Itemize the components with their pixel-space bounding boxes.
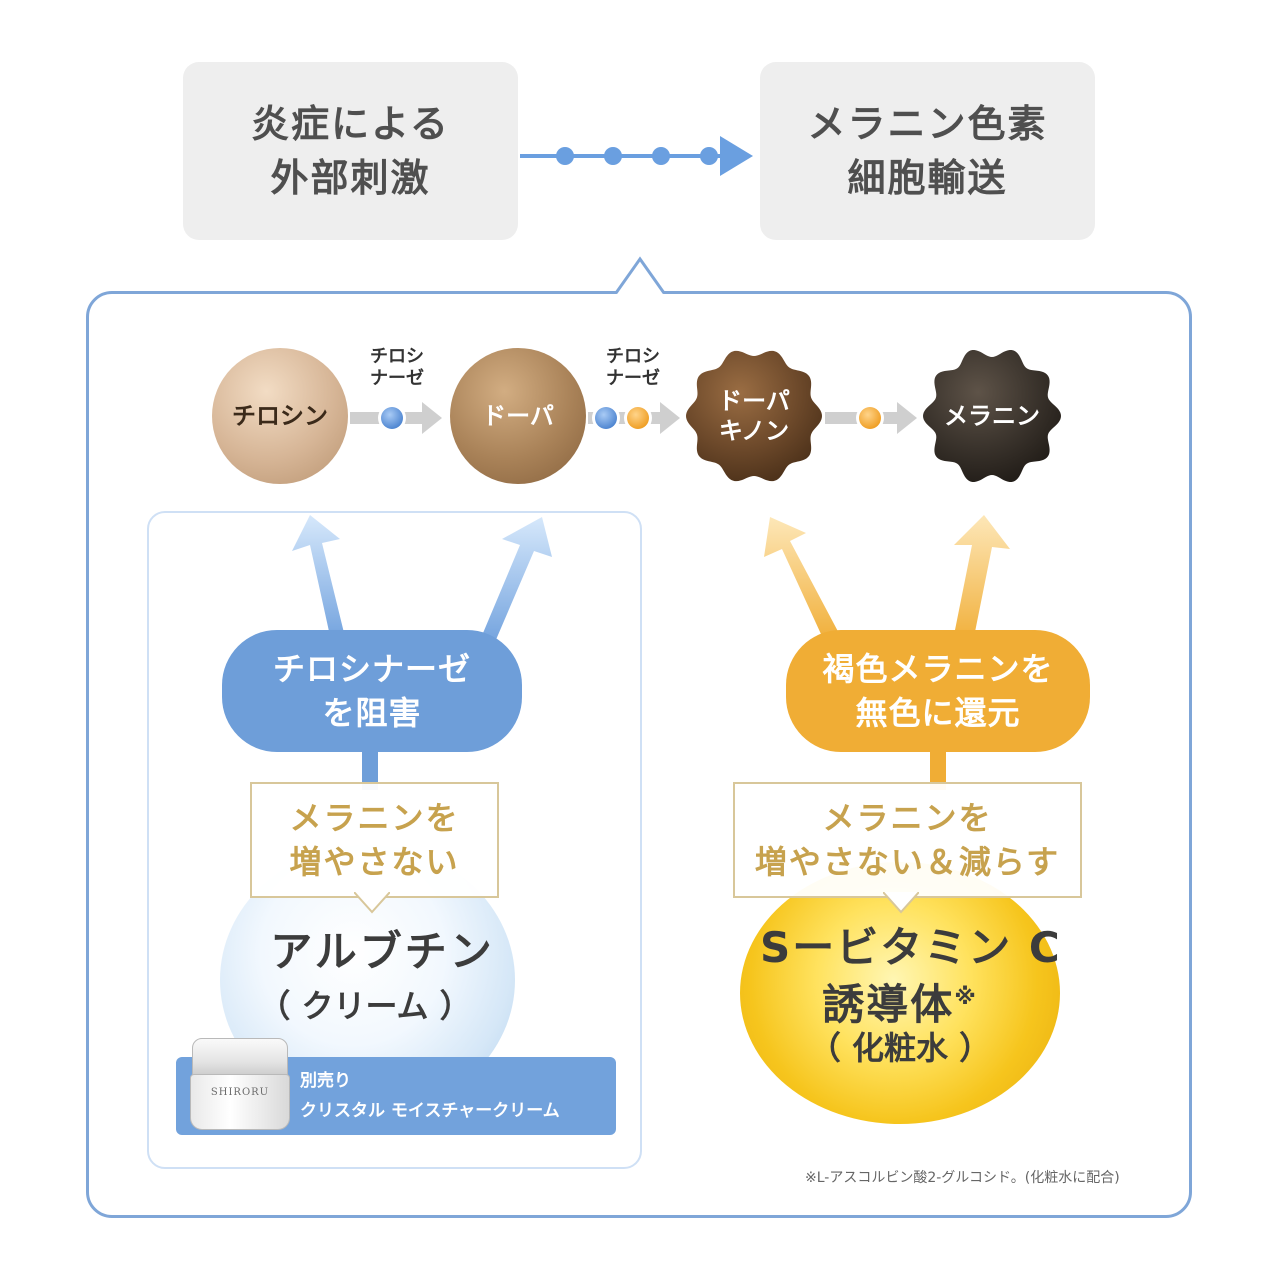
- footnote: ※L-アスコルビン酸2-グルコシド。(化粧水に配合): [805, 1170, 1120, 1186]
- stage-dopaquinone: ドーパ キノン: [686, 348, 822, 484]
- inhibit-line2: を阻害: [322, 694, 422, 732]
- vitamin-c-benefit-line2: 増やさない＆減らす: [754, 843, 1061, 881]
- vitamin-c-name: Sービタミン C: [760, 923, 1062, 972]
- stage-melanin-label: メラニン: [944, 402, 1040, 430]
- cream-jar-brand: SHIRORU: [210, 1087, 270, 1098]
- vitamin-c-card-pointer: [883, 892, 919, 914]
- stage-tyrosine-label: チロシン: [232, 402, 328, 430]
- stage-dopaquinone-line1: ドーパ: [718, 387, 790, 415]
- external-stimulus-line2: 外部刺激: [270, 156, 431, 200]
- external-stimulus-box: 炎症による 外部刺激: [183, 62, 518, 240]
- reduce-melanin-bubble: 褐色メラニンを 無色に還元: [786, 630, 1090, 752]
- stage-dopaquinone-line2: キノン: [718, 417, 790, 445]
- stage-dopa: ドーパ: [450, 348, 586, 484]
- stage-tyrosine: チロシン: [212, 348, 348, 484]
- stage-melanin: メラニン: [924, 348, 1060, 484]
- blue-enzyme-dot-2: [592, 404, 620, 432]
- blue-up-arrows: [292, 515, 552, 649]
- frame-pointer: [614, 256, 666, 295]
- orange-stem: [930, 750, 946, 790]
- melanin-transport-line1: メラニン色素: [807, 102, 1048, 146]
- top-dotted-arrow: [520, 136, 753, 176]
- arbutin-benefit-line1: メラニンを: [289, 799, 460, 837]
- arbutin-name: アルブチン: [270, 927, 495, 976]
- product-sold-separately: 別売り: [300, 1071, 351, 1091]
- arbutin-panel: [147, 511, 642, 1169]
- melanin-transport-box: メラニン色素 細胞輸送: [760, 62, 1095, 240]
- pathway-arrows: [350, 402, 917, 434]
- vitamin-c-form: （ 化粧水 ）: [808, 1029, 992, 1067]
- orange-enzyme-dot-2: [856, 404, 884, 432]
- cream-jar-body: SHIRORU: [190, 1074, 290, 1130]
- arbutin-benefit-card: メラニンを 増やさない: [250, 782, 499, 898]
- product-name: クリスタル モイスチャークリーム: [300, 1101, 560, 1121]
- arbutin-card-pointer: [354, 892, 390, 914]
- vitamin-c-derivative-text: 誘導体: [822, 980, 955, 1029]
- reduce-line2: 無色に還元: [855, 694, 1021, 732]
- stage-melanin-shape: [923, 350, 1061, 482]
- vitamin-c-footnote-mark: ※: [954, 985, 978, 1010]
- blue-enzyme-dot-1: [378, 404, 406, 432]
- arbutin-form: （ クリーム ）: [258, 987, 472, 1025]
- enzyme-label-2: チロシ ナーゼ: [588, 346, 678, 390]
- enzyme-label-1-line2: ナーゼ: [370, 368, 424, 389]
- enzyme-label-1: チロシ ナーゼ: [352, 346, 442, 390]
- inhibit-tyrosinase-bubble: チロシナーゼ を阻害: [222, 630, 522, 752]
- enzyme-label-2-line2: ナーゼ: [606, 368, 660, 389]
- melanin-transport-line2: 細胞輸送: [847, 156, 1008, 200]
- reduce-line1: 褐色メラニンを: [822, 650, 1054, 688]
- arbutin-benefit-line2: 増やさない: [289, 843, 460, 881]
- vitamin-c-benefit-line1: メラニンを: [822, 799, 993, 837]
- vitamin-c-derivative: 誘導体※: [780, 968, 1020, 1035]
- stage-dopa-label: ドーパ: [482, 402, 554, 430]
- cream-jar-image: SHIRORU: [190, 1038, 290, 1130]
- enzyme-label-2-line1: チロシ: [606, 346, 660, 367]
- enzyme-label-1-line1: チロシ: [370, 346, 424, 367]
- inhibit-line1: チロシナーゼ: [272, 650, 471, 688]
- blue-stem: [362, 750, 378, 790]
- external-stimulus-line1: 炎症による: [251, 102, 450, 146]
- stage-dopaquinone-shape: [686, 350, 822, 482]
- vitamin-c-benefit-card: メラニンを 増やさない＆減らす: [733, 782, 1082, 898]
- orange-up-arrows: [764, 515, 1010, 647]
- cream-jar-lid: [192, 1038, 288, 1078]
- orange-enzyme-dot-1: [624, 404, 652, 432]
